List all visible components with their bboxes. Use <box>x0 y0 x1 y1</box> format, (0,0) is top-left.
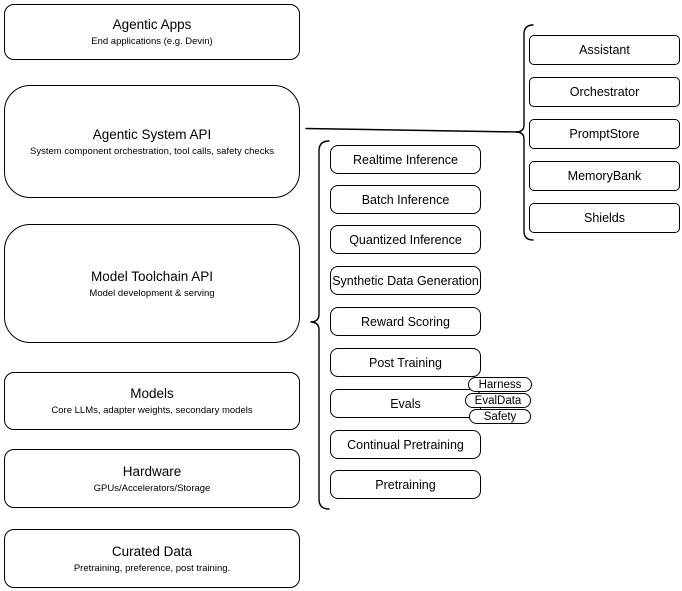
node-hardware-subtitle: GPUs/Accelerators/Storage <box>93 482 211 494</box>
node-agentic-system-api-title: Agentic System API <box>92 126 212 142</box>
node-curated-data-subtitle: Pretraining, preference, post training. <box>73 562 231 574</box>
node-synthetic-data-generation: Synthetic Data Generation <box>330 266 481 295</box>
node-agentic-apps-subtitle: End applications (e.g. Devin) <box>91 36 213 47</box>
node-assistant: Assistant <box>529 35 680 65</box>
node-orchestrator: Orchestrator <box>529 77 680 107</box>
node-agentic-apps-title: Agentic Apps <box>112 17 192 32</box>
evals-tag-evaldata: EvalData <box>465 393 531 408</box>
node-curated-data: Curated Data Pretraining, preference, po… <box>4 529 300 588</box>
node-quantized-inference: Quantized Inference <box>330 225 481 254</box>
node-agentic-system-api: Agentic System API System component orch… <box>4 85 300 198</box>
node-models: Models Core LLMs, adapter weights, secon… <box>4 372 300 430</box>
evals-tag-safety: Safety <box>469 409 531 424</box>
node-realtime-inference: Realtime Inference <box>330 145 481 174</box>
node-model-toolchain-api-title: Model Toolchain API <box>90 268 214 284</box>
node-curated-data-title: Curated Data <box>111 543 193 559</box>
node-reward-scoring: Reward Scoring <box>330 307 481 336</box>
node-pretraining: Pretraining <box>330 470 481 499</box>
node-memorybank: MemoryBank <box>529 161 680 191</box>
system-components-brace <box>515 24 534 241</box>
toolchain-components-brace <box>310 140 330 510</box>
node-hardware-title: Hardware <box>122 463 182 479</box>
node-model-toolchain-api: Model Toolchain API Model development & … <box>4 224 300 343</box>
node-agentic-system-api-subtitle: System component orchestration, tool cal… <box>30 145 274 157</box>
node-model-toolchain-api-subtitle: Model development & serving <box>89 287 215 299</box>
node-hardware: Hardware GPUs/Accelerators/Storage <box>4 449 300 508</box>
evals-tag-harness: Harness <box>468 377 532 392</box>
node-agentic-apps: Agentic Apps End applications (e.g. Devi… <box>4 4 300 60</box>
node-models-subtitle: Core LLMs, adapter weights, secondary mo… <box>51 405 253 416</box>
node-evals: Evals <box>330 389 481 418</box>
node-promptstore: PromptStore <box>529 119 680 149</box>
system-api-connector-line <box>305 127 518 133</box>
node-continual-pretraining: Continual Pretraining <box>330 430 481 459</box>
node-models-title: Models <box>130 386 174 401</box>
node-shields: Shields <box>529 203 680 233</box>
node-post-training: Post Training <box>330 348 481 377</box>
node-batch-inference: Batch Inference <box>330 185 481 214</box>
